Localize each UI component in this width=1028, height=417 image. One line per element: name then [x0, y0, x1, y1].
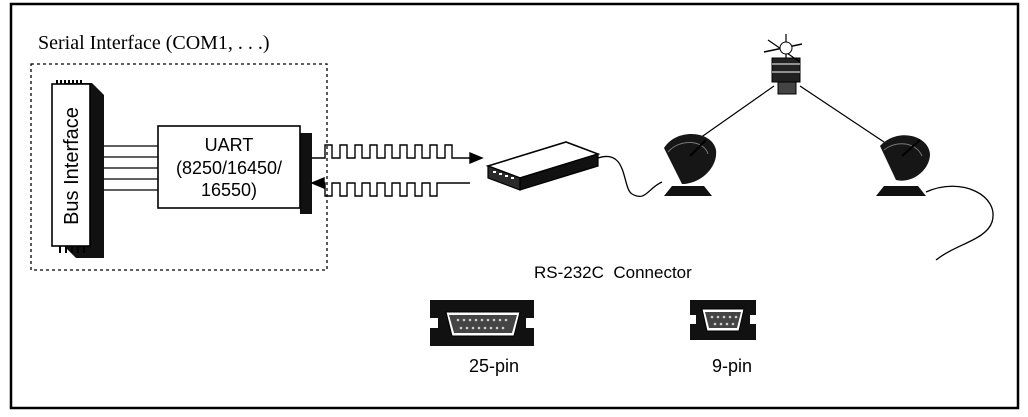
diagram-title: Serial Interface (COM1, . . .): [38, 32, 270, 54]
modem-icon: [485, 141, 601, 191]
db9-label: 9-pin: [712, 356, 752, 376]
uplink-line: [699, 85, 775, 139]
satellite-icon: [763, 34, 803, 95]
bus-interface-label: Bus Interface: [61, 107, 83, 225]
satellite-dish-icon: [876, 135, 930, 196]
remote-cable: [925, 185, 994, 261]
transmit-signal-wave: [312, 144, 484, 165]
uart-label-line1: UART: [205, 135, 254, 155]
db25-connector-icon: [430, 300, 534, 346]
uart-chip: UART (8250/16450/ 16550): [157, 125, 312, 214]
satellite-dish-icon: [664, 133, 717, 196]
db25-label: 25-pin: [469, 356, 519, 376]
receive-signal-wave: [310, 176, 470, 197]
bus-interface-card: Bus Interface: [51, 80, 104, 258]
uart-label-line2: (8250/16450/: [176, 158, 282, 178]
modem-cable: [597, 155, 663, 197]
bus-lines: [104, 145, 160, 191]
uart-label-line3: 16550): [201, 180, 257, 200]
figure-frame: [9, 2, 1020, 410]
db9-connector-icon: [690, 300, 756, 340]
rs232c-connector-caption: RS-232C Connector: [534, 263, 692, 282]
serial-interface-boundary: [30, 63, 328, 271]
downlink-line: [799, 85, 885, 143]
